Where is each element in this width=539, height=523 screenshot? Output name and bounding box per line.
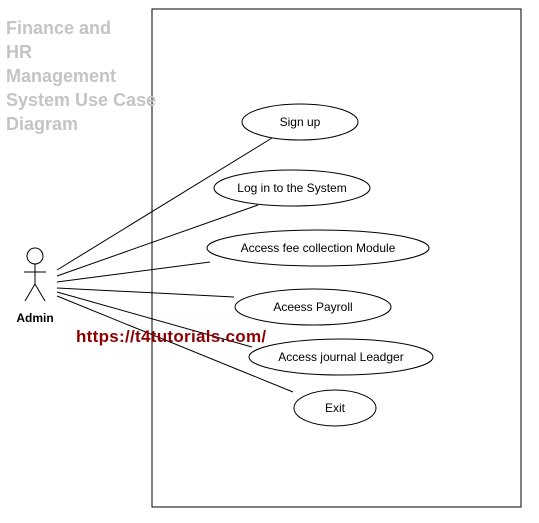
- use-case-ellipse: [248, 338, 434, 376]
- use-case-ellipse: [293, 389, 377, 427]
- use-case-label: Exit: [325, 401, 346, 415]
- actor-admin: [24, 247, 46, 302]
- actor-right-leg: [34, 283, 46, 302]
- association-exit: [56, 295, 294, 393]
- association-journal-ledger: [56, 291, 253, 348]
- use-case-ellipse: [241, 103, 359, 141]
- association-log-in: [56, 204, 259, 277]
- use-case-access-fee-collection[interactable]: Access fee collection Module: [206, 229, 430, 267]
- actor-label: Admin: [16, 311, 53, 325]
- actor-head: [26, 247, 44, 265]
- use-case-log-in[interactable]: Log in to the System: [213, 169, 371, 207]
- diagram-title: Finance and HR Management System Use Cas…: [6, 18, 157, 134]
- use-case-label: Sign up: [280, 115, 321, 129]
- use-case-ellipse: [206, 229, 430, 267]
- association-payroll: [56, 287, 235, 298]
- use-case-ellipse: [213, 169, 371, 207]
- use-case-label: Access journal Leadger: [278, 350, 403, 364]
- use-case-access-journal-ledger[interactable]: Access journal Leadger: [248, 338, 434, 376]
- use-case-sign-up[interactable]: Sign up: [241, 103, 359, 141]
- actor-left-leg: [24, 283, 36, 302]
- use-case-label: Log in to the System: [237, 181, 346, 195]
- associations: [56, 137, 294, 393]
- use-case-label: Access fee collection Module: [241, 241, 396, 255]
- association-fee-collection: [56, 261, 211, 283]
- use-case-exit[interactable]: Exit: [293, 389, 377, 427]
- use-case-access-payroll[interactable]: Aceess Payroll: [234, 288, 392, 326]
- watermark-url: https://t4tutorials.com/: [76, 327, 267, 346]
- use-case-label: Aceess Payroll: [273, 300, 352, 314]
- use-case-ellipse: [234, 288, 392, 326]
- association-sign-up: [56, 137, 273, 271]
